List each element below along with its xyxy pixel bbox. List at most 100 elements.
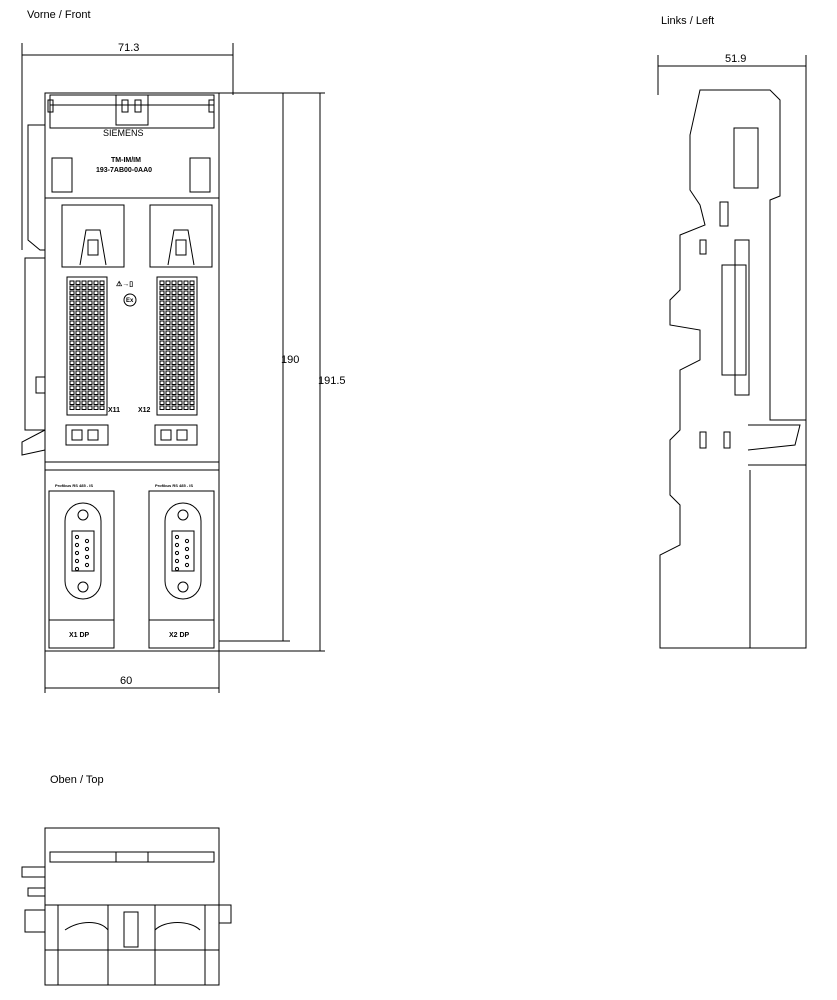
terminal-cell [81,385,87,390]
terminal-cell [189,330,195,335]
terminal-cell [81,370,87,375]
terminal-cell [165,375,171,380]
terminal-cell [171,330,177,335]
terminal-cell [87,330,93,335]
pin [84,538,90,544]
terminal-cell [81,285,87,290]
terminal-cell [171,370,177,375]
terminal-cell [99,295,105,300]
terminal-cell [165,335,171,340]
terminal-cell [99,325,105,330]
terminal-cell [165,305,171,310]
terminal-cell [93,370,99,375]
terminal-cell [159,360,165,365]
terminal-cell [171,390,177,395]
terminal-cell [165,380,171,385]
terminal-cell [99,405,105,410]
terminal-cell [81,335,87,340]
terminal-cell [99,345,105,350]
terminal-cell [183,335,189,340]
pin [174,566,180,572]
terminal-cell [87,390,93,395]
terminal-cell [75,400,81,405]
terminal-cell [93,385,99,390]
terminal-cell [189,375,195,380]
terminal-cell [75,310,81,315]
terminal-cell [81,280,87,285]
terminal-cell [99,340,105,345]
terminal-cell [75,345,81,350]
terminal-cell [81,405,87,410]
terminal-cell [165,290,171,295]
terminal-cell [159,285,165,290]
terminal-cell [165,385,171,390]
port2-caption: Profibus RS 485 - IS [155,483,193,488]
dim-front-width-overall: 71.3 [118,42,139,54]
terminal-cell [189,280,195,285]
terminal-cell [93,310,99,315]
terminal-cell [69,315,75,320]
terminal-cell [75,325,81,330]
terminal-cell [75,360,81,365]
terminal-cell [69,330,75,335]
terminal-cell [93,400,99,405]
pin [74,550,80,556]
terminal-cell [87,335,93,340]
terminal-cell [69,290,75,295]
terminal-cell [93,390,99,395]
terminal-cell [165,345,171,350]
order-number: 193-7AB00-0AA0 [96,167,152,174]
terminal-cell [87,290,93,295]
terminal-cell [159,290,165,295]
terminal-cell [189,285,195,290]
terminal-cell [183,325,189,330]
terminal-cell [177,295,183,300]
dim-front-height: 190 [281,354,299,366]
module-name: TM-IM/IM [111,157,141,164]
terminal-cell [177,360,183,365]
terminal-cell [99,290,105,295]
terminal-cell [87,355,93,360]
terminal-cell [93,300,99,305]
terminal-cell [87,385,93,390]
terminal-cell [183,390,189,395]
terminal-cell [87,315,93,320]
connector-x11-label: X11 [108,407,120,414]
terminal-cell [189,340,195,345]
terminal-cell [87,350,93,355]
terminal-cell [183,280,189,285]
terminal-cell [93,345,99,350]
pin [74,534,80,540]
terminal-cell [177,375,183,380]
terminal-cell [171,385,177,390]
terminal-cell [99,375,105,380]
terminal-cell [159,300,165,305]
terminal-cell [75,290,81,295]
terminal-cell [159,340,165,345]
terminal-cell [93,320,99,325]
terminal-cell [189,390,195,395]
terminal-cell [171,295,177,300]
terminal-cell [159,345,165,350]
terminal-cell [171,285,177,290]
terminal-cell [81,395,87,400]
terminal-cell [189,350,195,355]
terminal-cell [87,365,93,370]
terminal-cell [81,340,87,345]
pin [74,542,80,548]
terminal-cell [93,405,99,410]
terminal-cell [69,280,75,285]
terminal-cell [171,280,177,285]
terminal-cell [93,280,99,285]
terminal-cell [93,325,99,330]
dim-front-width-body: 60 [120,675,132,687]
terminal-cell [99,370,105,375]
terminal-cell [99,360,105,365]
terminal-cell [171,350,177,355]
terminal-cell [159,385,165,390]
terminal-cell [81,345,87,350]
terminal-cell [69,390,75,395]
terminal-cell [165,325,171,330]
terminal-cell [99,300,105,305]
